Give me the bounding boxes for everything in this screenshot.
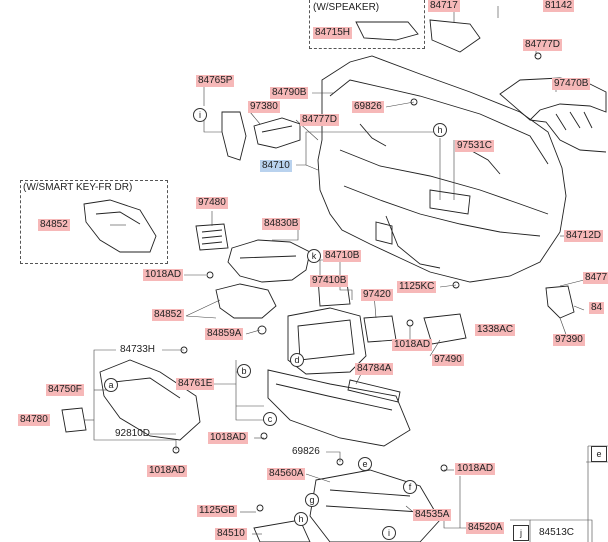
part-label-84784A[interactable]: 84784A: [355, 363, 394, 375]
part-label-97490[interactable]: 97490: [432, 354, 464, 366]
part-label-84780[interactable]: 84780: [18, 414, 50, 426]
part-label-84712D[interactable]: 84712D: [564, 230, 604, 242]
part-label-84733H[interactable]: 84733H: [120, 344, 156, 355]
callout-h-top: h: [433, 123, 447, 137]
speaker-inset-title: (W/SPEAKER): [313, 2, 380, 13]
cluster-fascia-shape: [227, 239, 311, 283]
part-label-1018AD-a[interactable]: 1018AD: [143, 269, 184, 281]
part-label-84715H[interactable]: 84715H: [313, 27, 353, 39]
callout-e: e: [358, 457, 372, 471]
callout-g: g: [305, 493, 319, 507]
callout-d: d: [290, 353, 304, 367]
part-label-84535A[interactable]: 84535A: [413, 509, 452, 521]
smart-key-inset-frame: [20, 180, 168, 264]
callout-a: a: [104, 378, 118, 392]
part-label-84750F[interactable]: 84750F: [46, 384, 84, 396]
part-label-84761E[interactable]: 84761E: [176, 378, 215, 390]
part-label-8477-right[interactable]: 8477: [583, 272, 608, 284]
part-label-97531C[interactable]: 97531C: [455, 140, 495, 152]
table-marker-j: j: [513, 525, 529, 541]
part-label-84710[interactable]: 84710: [260, 160, 292, 172]
part-label-84765P[interactable]: 84765P: [196, 75, 235, 87]
part-label-69826-bot[interactable]: 69826: [292, 446, 320, 457]
part-label-81142[interactable]: 81142: [543, 0, 575, 12]
part-label-84560A[interactable]: 84560A: [267, 468, 306, 480]
part-label-84520A[interactable]: 84520A: [466, 522, 505, 534]
table-marker-e: e: [591, 446, 607, 462]
part-label-97470B[interactable]: 97470B: [552, 78, 591, 90]
lower-pad-shape: [99, 359, 201, 441]
part-label-84852-key[interactable]: 84852: [38, 219, 70, 231]
part-label-97420[interactable]: 97420: [361, 289, 393, 301]
part-label-84710B[interactable]: 84710B: [323, 250, 362, 262]
part-label-84852[interactable]: 84852: [152, 309, 184, 321]
part-label-84777D-top[interactable]: 84777D: [523, 39, 563, 51]
part-label-97480[interactable]: 97480: [196, 197, 228, 209]
duct-shape: [499, 77, 607, 121]
part-label-69826-top[interactable]: 69826: [352, 101, 384, 113]
part-label-97410B[interactable]: 97410B: [310, 275, 349, 287]
speaker-inset-frame: [309, 0, 425, 49]
part-label-1018AD-d[interactable]: 1018AD: [147, 465, 188, 477]
callout-k: k: [307, 249, 321, 263]
callout-i: i: [193, 108, 207, 122]
part-label-84513C[interactable]: 84513C: [539, 527, 575, 538]
part-label-92810D[interactable]: 92810D: [115, 428, 151, 439]
part-label-97380[interactable]: 97380: [248, 101, 280, 113]
part-label-97390[interactable]: 97390: [553, 334, 585, 346]
part-label-1018AD-b[interactable]: 1018AD: [392, 339, 433, 351]
crash-pad-shape: [317, 55, 567, 283]
part-label-84510[interactable]: 84510: [215, 528, 247, 540]
part-label-1125GB[interactable]: 1125GB: [197, 505, 237, 517]
smart-key-inset-title: (W/SMART KEY-FR DR): [23, 182, 133, 193]
callout-b: b: [237, 364, 251, 378]
glove-box-shape: [309, 469, 441, 542]
part-label-84717[interactable]: 84717: [428, 0, 460, 12]
callout-i-bottom: i: [382, 526, 396, 540]
part-label-84777D-mid[interactable]: 84777D: [300, 114, 340, 126]
part-label-1125KC[interactable]: 1125KC: [397, 281, 437, 293]
callout-h-bottom: h: [294, 512, 308, 526]
part-label-84-right[interactable]: 84: [589, 302, 605, 314]
part-label-84790B[interactable]: 84790B: [270, 87, 309, 99]
callout-c: c: [263, 412, 277, 426]
part-label-84830B[interactable]: 84830B: [262, 218, 301, 230]
callout-f: f: [403, 480, 417, 494]
part-label-1018AD-c[interactable]: 1018AD: [208, 432, 249, 444]
part-label-84859A[interactable]: 84859A: [205, 328, 244, 340]
part-label-1018AD-e[interactable]: 1018AD: [455, 463, 496, 475]
part-label-1338AC[interactable]: 1338AC: [475, 324, 516, 336]
